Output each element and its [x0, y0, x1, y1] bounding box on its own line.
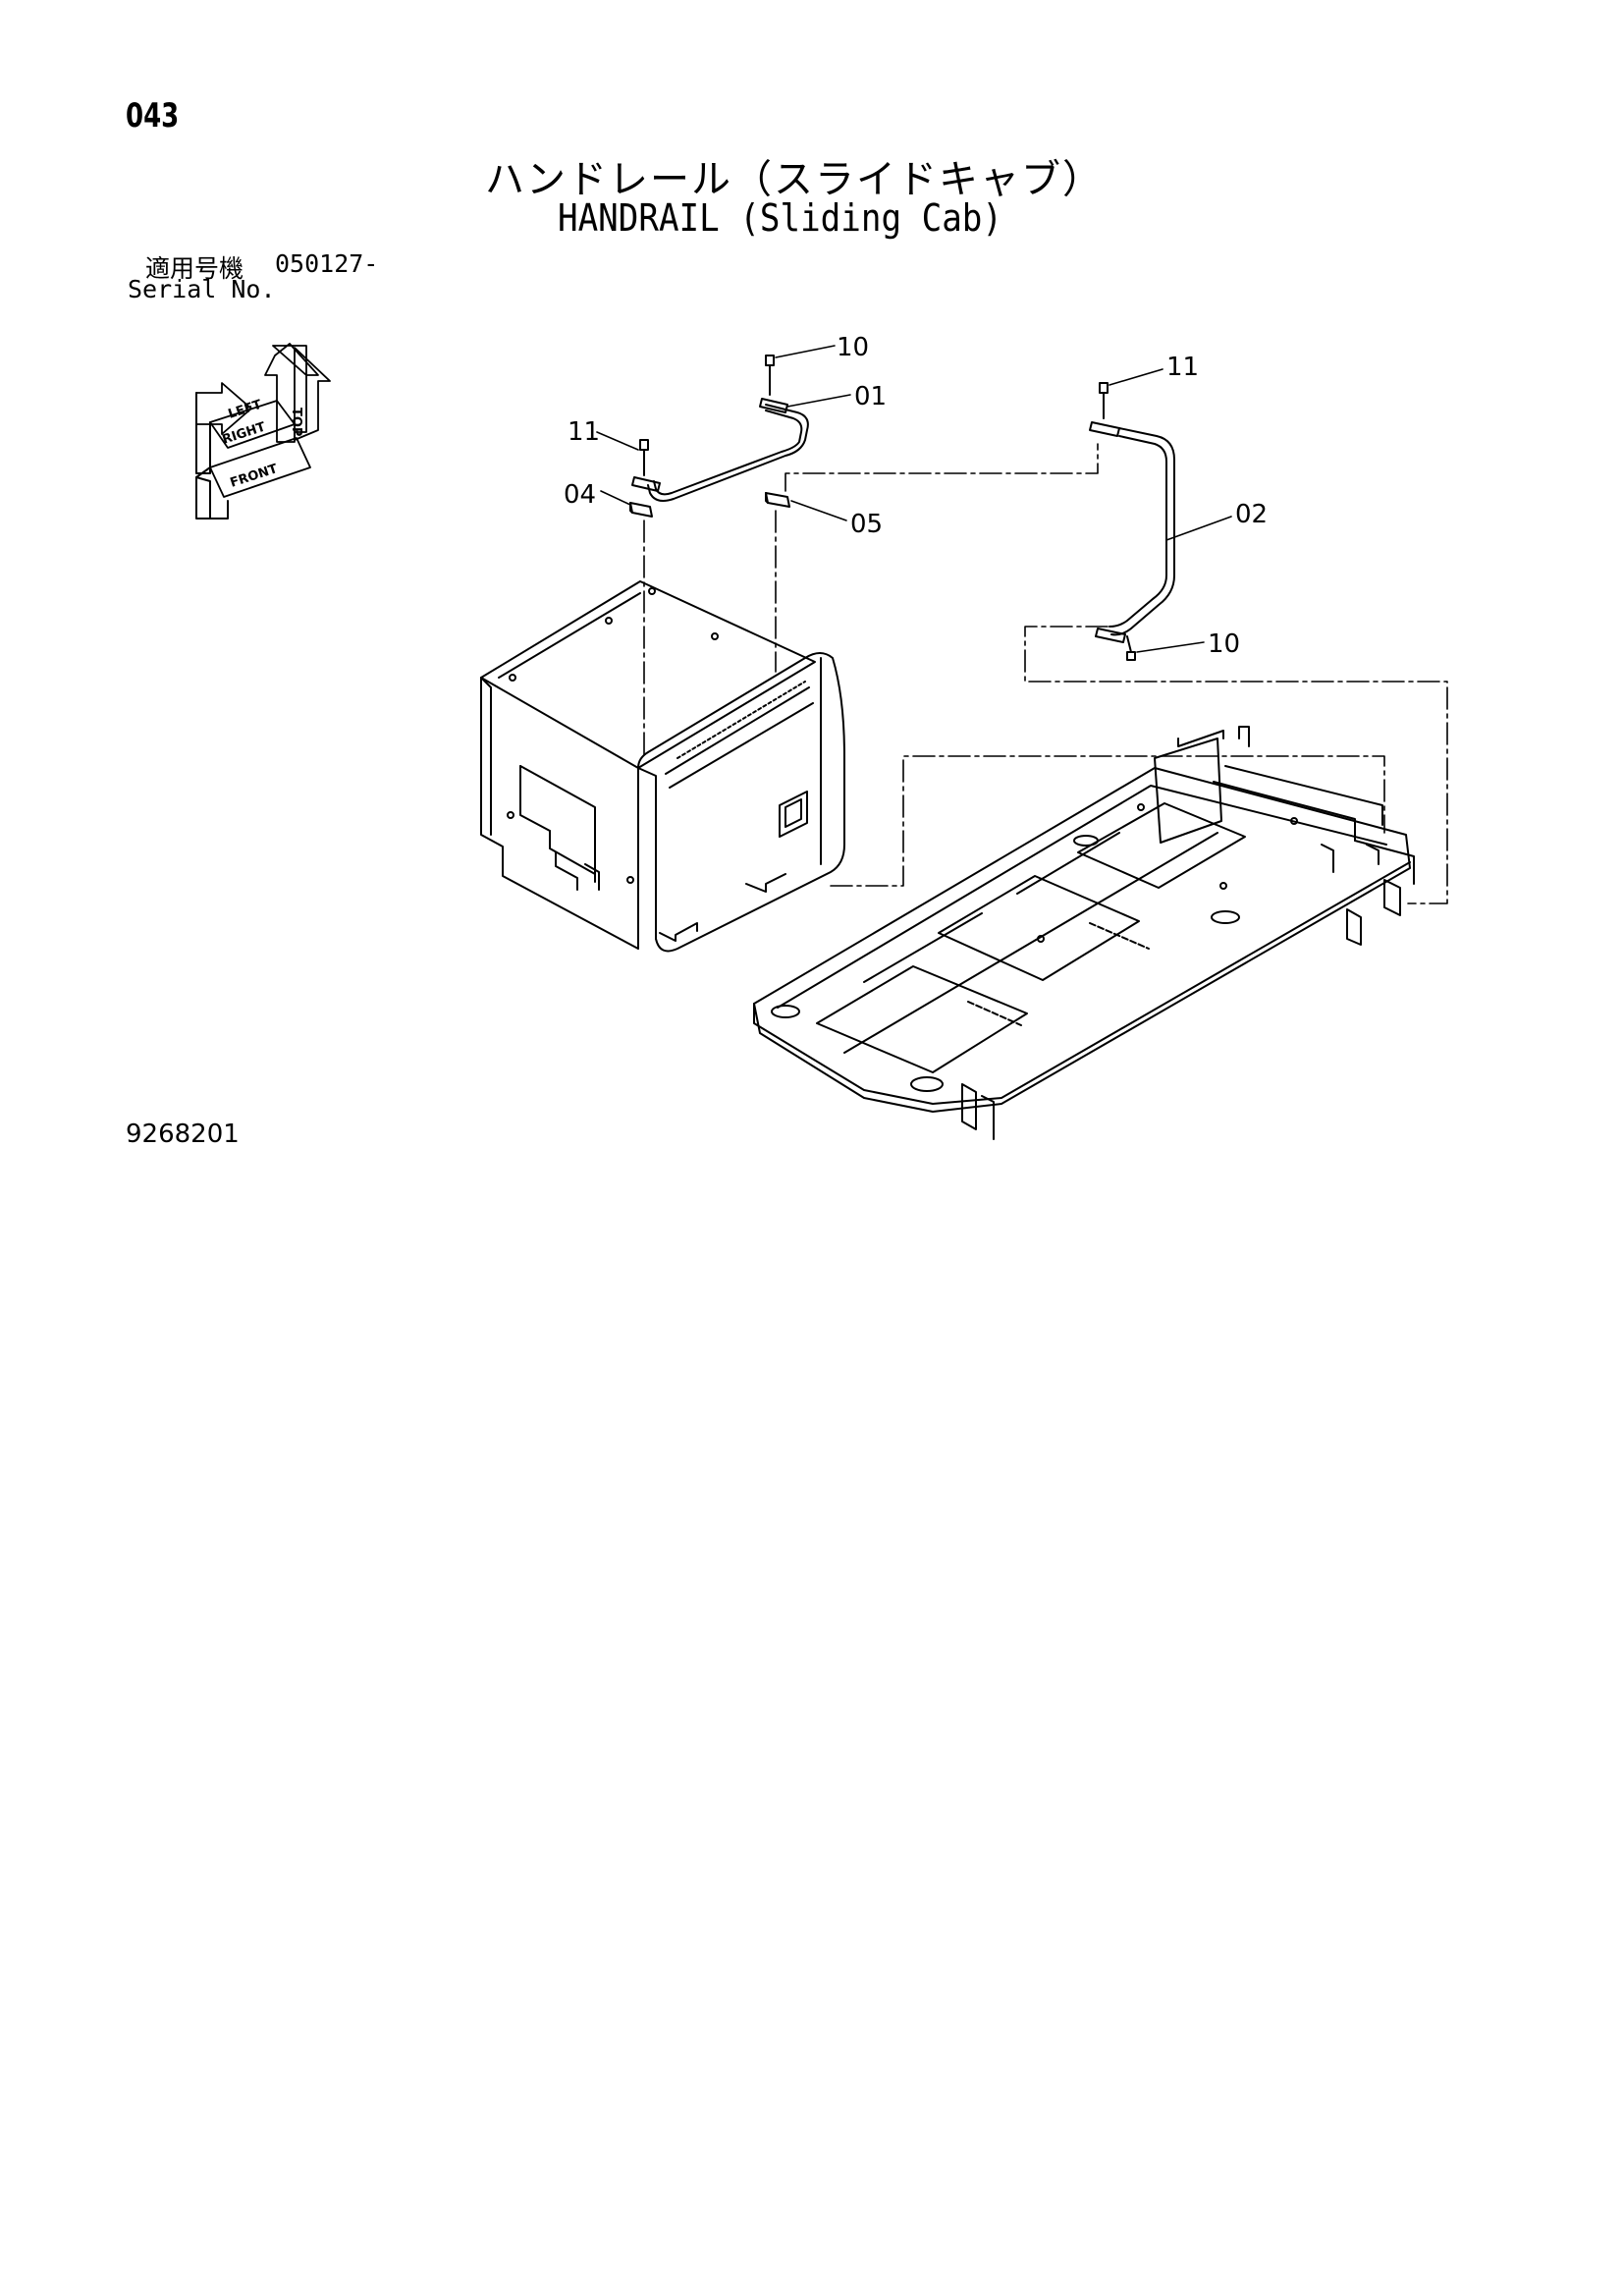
bracket-05 — [765, 492, 790, 508]
title-english: HANDRAIL (Sliding Cab) — [558, 196, 1002, 240]
bolt-10-bottom — [1126, 635, 1136, 661]
serial-label-japanese: 適用号機 — [145, 254, 244, 283]
callout-01: 01 — [854, 382, 887, 411]
left-arrow-icon — [195, 382, 252, 435]
bracket-04 — [629, 502, 653, 518]
badge-right-text: RIGHT — [221, 420, 268, 448]
page-number: 043 — [126, 96, 180, 136]
serial-label-english: Serial No. — [128, 275, 276, 303]
callout-02: 02 — [1235, 500, 1268, 529]
bolt-11-right — [1099, 382, 1109, 419]
callout-10-bottom: 10 — [1208, 629, 1240, 659]
bolt-10-top — [765, 355, 775, 396]
callout-10-top: 10 — [837, 333, 869, 362]
orientation-badge — [195, 343, 331, 519]
latch-icon — [779, 791, 808, 838]
bolt-11-left — [639, 439, 649, 476]
callout-leaders — [596, 345, 1232, 653]
badge-top-text: TOP — [289, 408, 303, 436]
handrail-02 — [1089, 421, 1175, 643]
callout-05: 05 — [850, 510, 883, 539]
cab-side-cover — [480, 580, 845, 953]
figure-number: 9268201 — [126, 1120, 240, 1149]
assembly-lines — [643, 443, 1448, 904]
revolving-frame — [753, 726, 1415, 1140]
callout-04: 04 — [564, 480, 596, 510]
top-arrow-icon — [264, 343, 319, 443]
front-arrow-icon — [209, 437, 311, 498]
callout-11-right: 11 — [1166, 353, 1199, 382]
title-japanese: ハンドレール（スライドキャブ） — [485, 157, 1104, 202]
handrail-01 — [631, 398, 809, 502]
badge-left-text: LEFT — [227, 398, 264, 422]
serial-value: 050127- — [275, 249, 379, 278]
callout-11-left: 11 — [568, 417, 600, 447]
